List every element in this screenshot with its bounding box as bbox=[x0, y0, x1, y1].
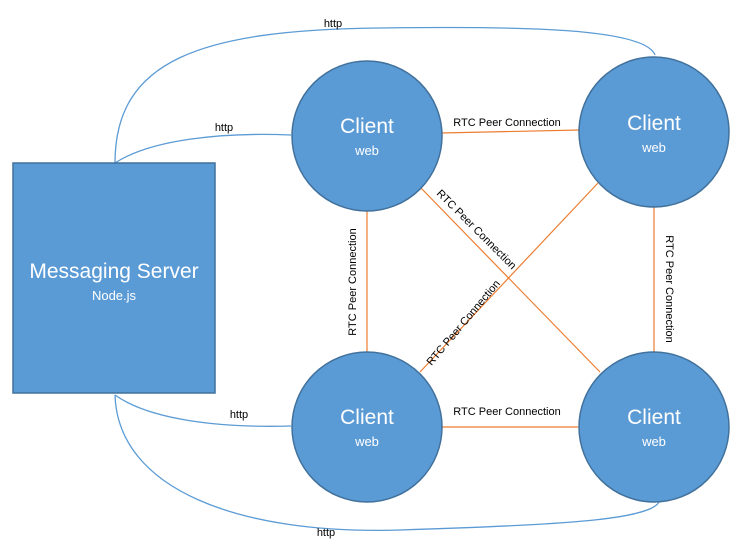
server-title: Messaging Server bbox=[29, 260, 198, 283]
http-link-top-left bbox=[114, 133, 292, 164]
rtc-label: RTC Peer Connection bbox=[453, 406, 560, 418]
http-label: http bbox=[230, 409, 248, 421]
http-label: http bbox=[324, 18, 342, 30]
client-subtitle: web bbox=[354, 434, 379, 449]
rtc-label: RTC Peer Connection bbox=[663, 235, 675, 342]
rtc-label: RTC Peer Connection bbox=[434, 188, 518, 272]
client-circle bbox=[578, 351, 730, 503]
server-box bbox=[12, 162, 216, 394]
rtc-link-diagonal-down bbox=[419, 186, 601, 373]
rtc-label: RTC Peer Connection bbox=[453, 117, 560, 129]
server-subtitle: Node.js bbox=[92, 288, 137, 303]
http-connectors bbox=[114, 26, 661, 532]
client-title: Client bbox=[627, 406, 681, 429]
client-subtitle: web bbox=[641, 434, 666, 449]
client-title: Client bbox=[340, 115, 394, 138]
http-label: http bbox=[215, 122, 233, 134]
rtc-link-diagonal-up bbox=[419, 182, 599, 373]
http-link-top-right bbox=[114, 26, 656, 164]
rtc-connectors bbox=[366, 129, 655, 428]
client-subtitle: web bbox=[641, 140, 666, 155]
http-link-bottom-right bbox=[114, 394, 661, 532]
http-label: http bbox=[317, 527, 335, 539]
client-subtitle: web bbox=[354, 143, 379, 158]
client-node-bottom-left: Client web bbox=[291, 351, 443, 503]
client-title: Client bbox=[340, 406, 394, 429]
client-node-top-right: Client web bbox=[578, 56, 730, 208]
client-circle bbox=[578, 56, 730, 208]
rtc-label: RTC Peer Connection bbox=[347, 228, 359, 335]
rtc-link-top bbox=[440, 129, 581, 134]
client-node-top-left: Client web bbox=[291, 60, 443, 212]
client-circle bbox=[291, 60, 443, 212]
client-circle bbox=[291, 351, 443, 503]
http-link-bottom-left bbox=[114, 394, 292, 427]
messaging-server-node: Messaging Server Node.js bbox=[12, 162, 216, 394]
client-node-bottom-right: Client web bbox=[578, 351, 730, 503]
rtc-label: RTC Peer Connection bbox=[425, 278, 503, 368]
client-title: Client bbox=[627, 112, 681, 135]
